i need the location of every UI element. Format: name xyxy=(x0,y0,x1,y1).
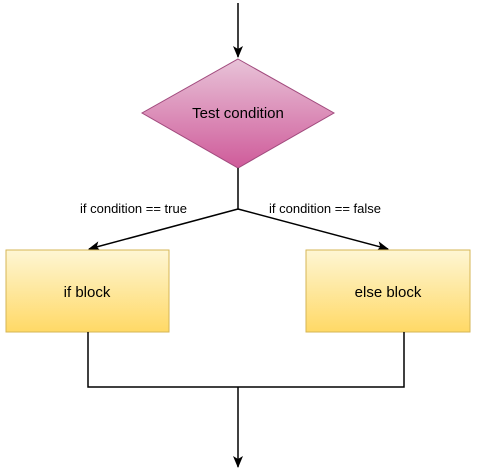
true-branch-label: if condition == true xyxy=(80,201,187,216)
else-block-box[interactable] xyxy=(305,249,471,333)
decision-label: Test condition xyxy=(192,105,284,122)
false-branch-label: if condition == false xyxy=(269,201,381,216)
true-branch-arrow xyxy=(88,208,239,251)
merge-connector xyxy=(87,332,405,388)
else-block-label: else block xyxy=(355,284,422,301)
false-branch-arrow xyxy=(237,208,389,251)
if-block-label: if block xyxy=(64,284,111,301)
